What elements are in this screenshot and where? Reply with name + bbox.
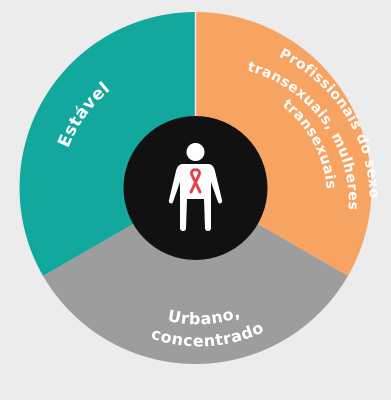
person-with-ribbon-icon: [168, 143, 223, 231]
aids-ribbon-icon: [189, 168, 202, 194]
segment-urban: [43, 188, 348, 364]
